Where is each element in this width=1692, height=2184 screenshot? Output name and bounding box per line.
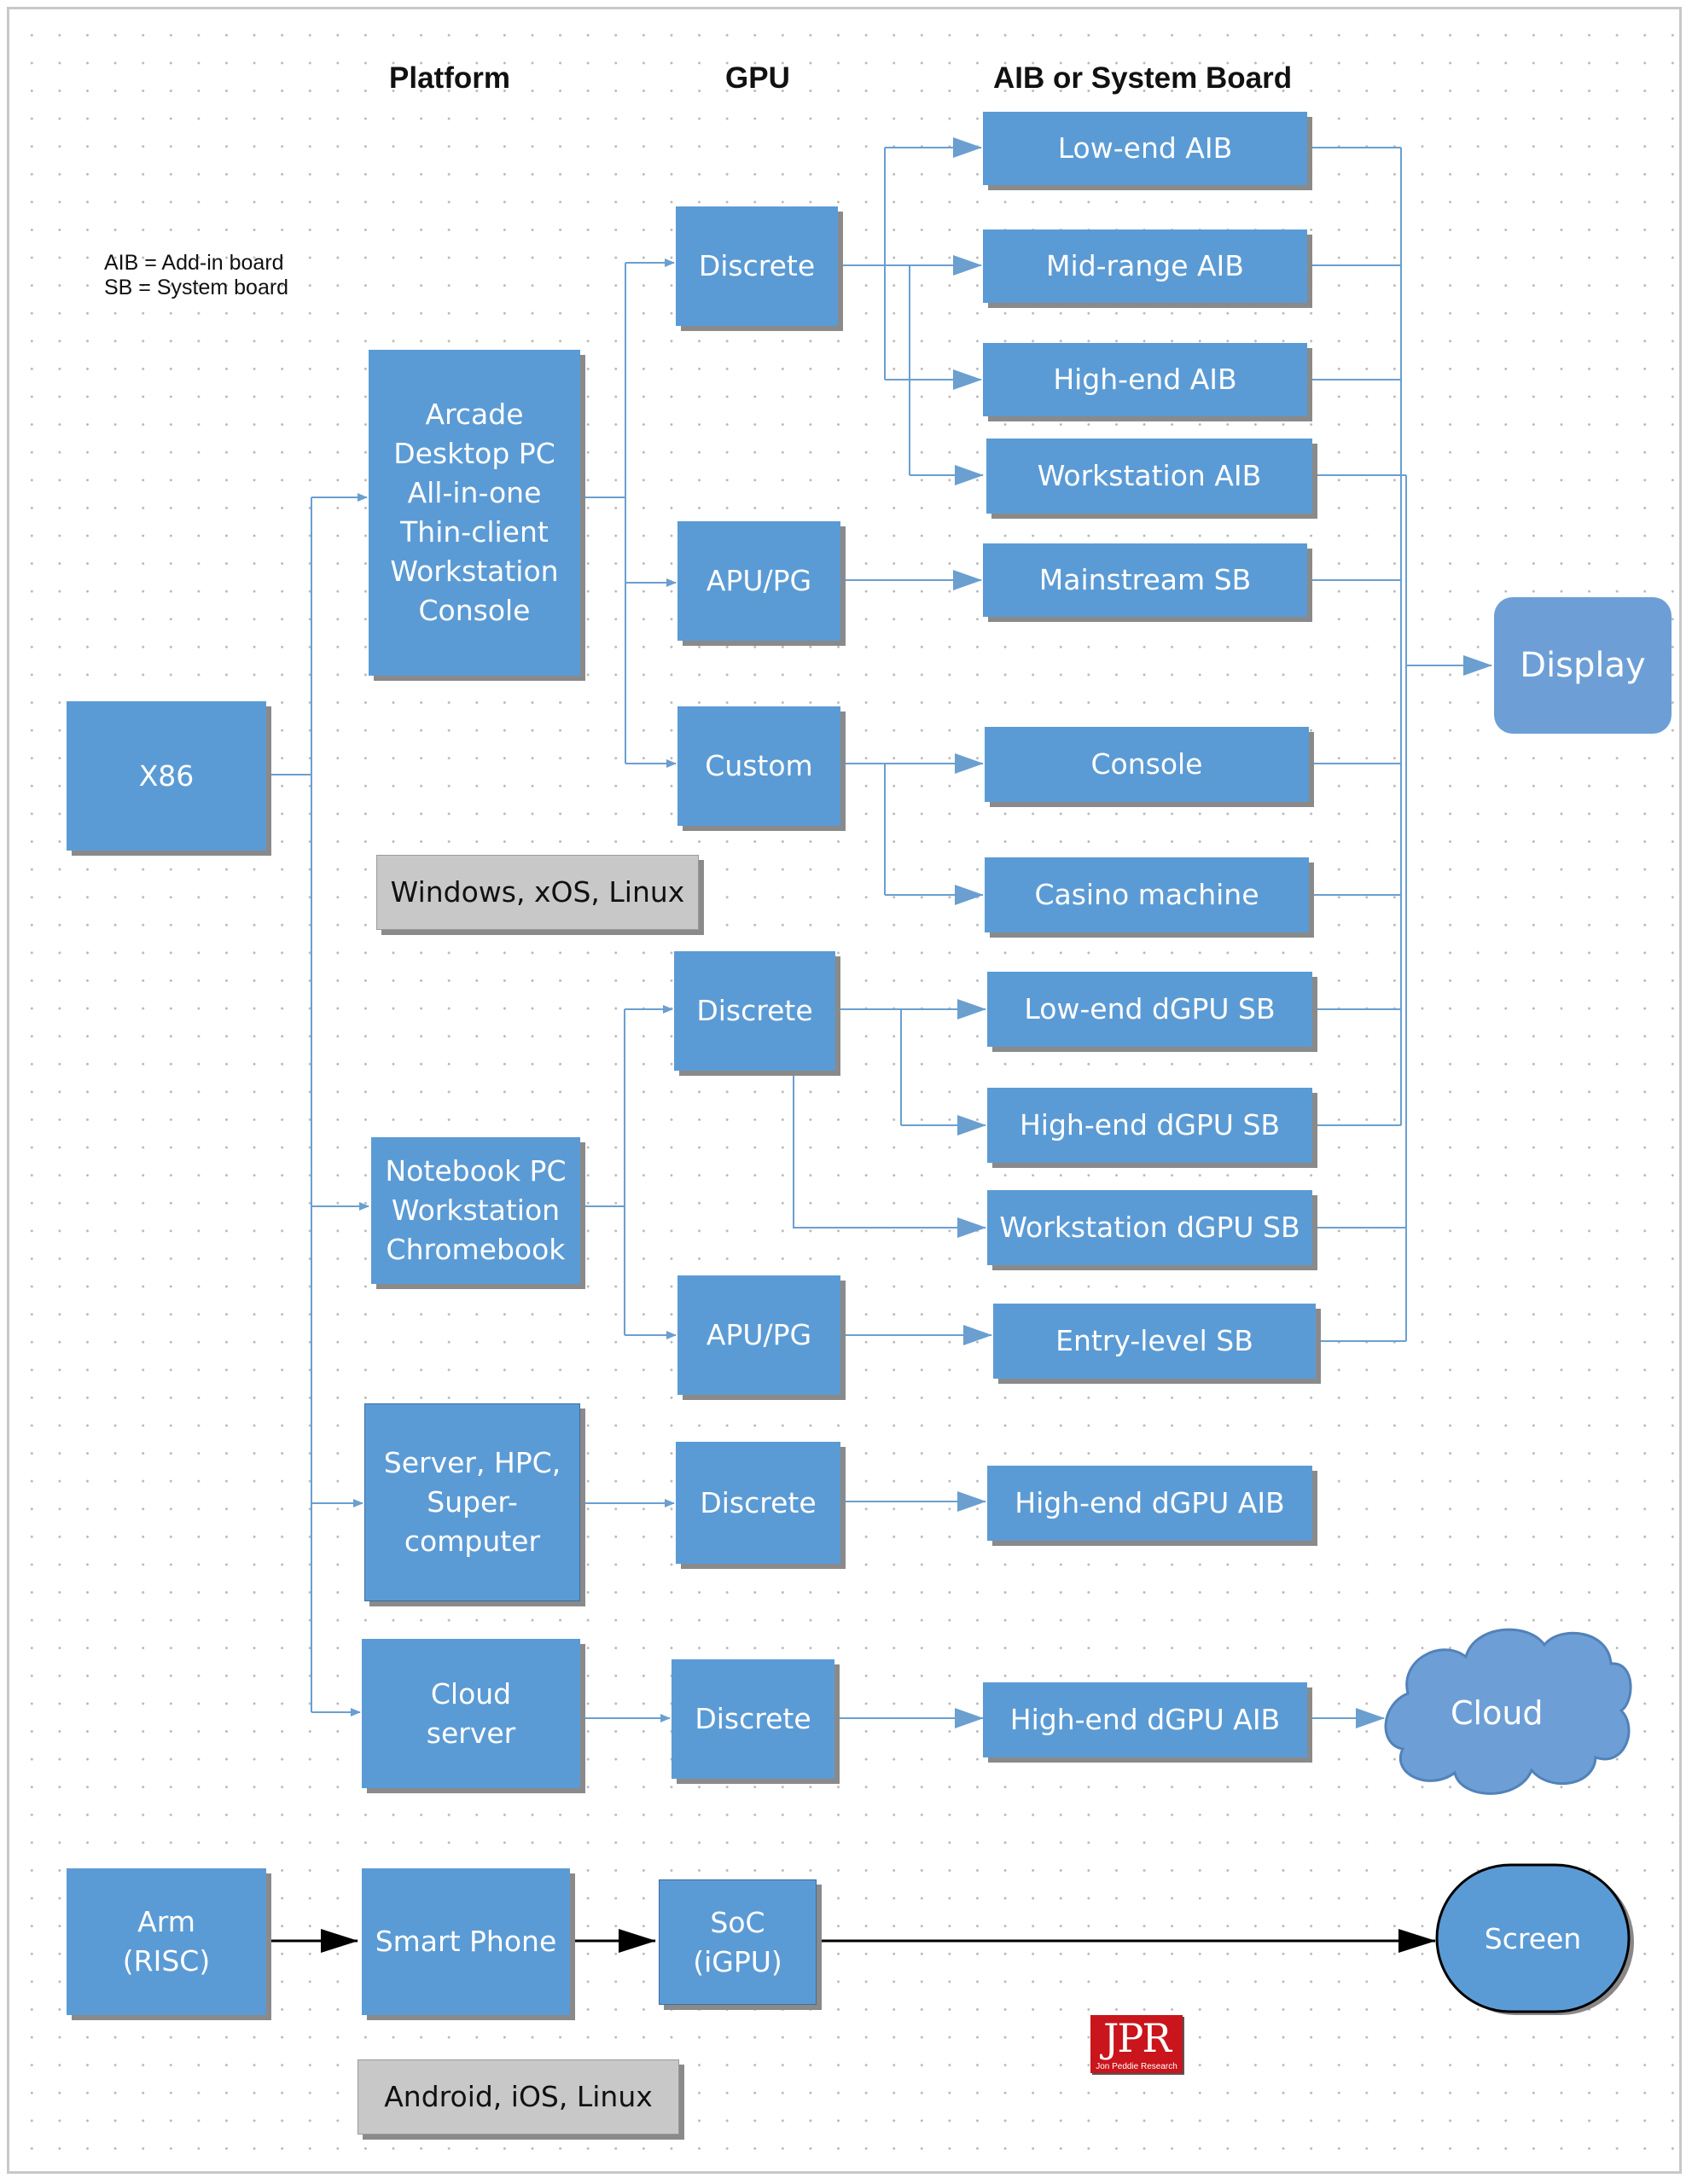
- node-gpu-apu-2[interactable]: APU/PG: [677, 1275, 840, 1395]
- mid-range-aib-label: Mid-range AIB: [1046, 249, 1244, 282]
- node-gpu-custom[interactable]: Custom: [677, 706, 840, 826]
- node-soc[interactable]: SoC (iGPU): [659, 1879, 817, 2005]
- node-server-platforms[interactable]: Server, HPC, Super- computer: [364, 1403, 580, 1601]
- header-board: AIB or System Board: [993, 61, 1293, 95]
- page-frame: [7, 7, 1682, 2174]
- node-notebook-platforms[interactable]: Notebook PC Workstation Chromebook: [371, 1137, 580, 1284]
- header-gpu: GPU: [725, 61, 790, 95]
- high-end-dgpu-aib-2-label: High-end dGPU AIB: [1009, 1703, 1281, 1736]
- node-mainstream-sb[interactable]: Mainstream SB: [983, 543, 1307, 617]
- node-gpu-apu-1[interactable]: APU/PG: [677, 521, 840, 641]
- discrete-2-branch: [793, 1008, 922, 1228]
- legend: AIB = Add-in board SB = System board: [104, 251, 288, 300]
- node-mid-range-aib[interactable]: Mid-range AIB: [983, 229, 1307, 303]
- high-end-dgpu-sb-label: High-end dGPU SB: [1019, 1108, 1281, 1141]
- high-end-dgpu-aib-1-label: High-end dGPU AIB: [1015, 1486, 1285, 1519]
- node-console[interactable]: Console: [985, 727, 1309, 802]
- node-arm[interactable]: Arm (RISC): [67, 1868, 266, 2015]
- node-workstation-aib[interactable]: Workstation AIB: [986, 439, 1312, 514]
- os-arm-label: Android, iOS, Linux: [358, 2059, 679, 2135]
- node-casino-machine[interactable]: Casino machine: [985, 857, 1309, 932]
- custom-branch: [840, 763, 886, 895]
- legend-aib: AIB = Add-in board: [104, 251, 284, 275]
- node-gpu-discrete-3[interactable]: Discrete: [676, 1442, 840, 1564]
- node-workstation-dgpu-sb[interactable]: Workstation dGPU SB: [987, 1190, 1312, 1265]
- node-gpu-discrete-2[interactable]: Discrete: [674, 951, 835, 1071]
- jpr-logo-tagline: Jon Peddie Research: [1096, 2062, 1177, 2071]
- header-platform: Platform: [389, 61, 510, 95]
- low-end-dgpu-sb-label: Low-end dGPU SB: [1024, 992, 1276, 1025]
- node-x86[interactable]: X86: [67, 701, 266, 851]
- node-high-end-dgpu-sb[interactable]: High-end dGPU SB: [987, 1088, 1312, 1163]
- node-high-end-aib[interactable]: High-end AIB: [983, 343, 1307, 416]
- cloud-label: Cloud: [1451, 1694, 1544, 1732]
- node-gpu-discrete-1[interactable]: Discrete: [676, 206, 838, 326]
- os-arm-text: Android, iOS, Linux: [384, 2080, 653, 2113]
- casino-machine-label: Casino machine: [1034, 878, 1259, 911]
- node-entry-level-sb[interactable]: Entry-level SB: [993, 1304, 1316, 1379]
- workstation-aib-label: Workstation AIB: [1037, 459, 1262, 492]
- node-low-end-dgpu-sb[interactable]: Low-end dGPU SB: [987, 972, 1312, 1047]
- discrete-1-branch: [838, 148, 910, 475]
- jpr-logo-mark: JPR: [1102, 2015, 1172, 2061]
- workstation-dgpu-sb-label: Workstation dGPU SB: [999, 1211, 1300, 1244]
- cloud-shape: [1384, 1628, 1632, 1795]
- node-cloud-server[interactable]: Cloud server: [362, 1639, 580, 1788]
- node-high-end-dgpu-aib-1[interactable]: High-end dGPU AIB: [987, 1466, 1312, 1541]
- screen-label: Screen: [1484, 1921, 1582, 1955]
- low-end-aib-label: Low-end AIB: [1057, 131, 1233, 165]
- node-display[interactable]: Display: [1494, 597, 1672, 734]
- node-low-end-aib[interactable]: Low-end AIB: [983, 112, 1307, 185]
- os-x86-label: Windows, xOS, Linux: [376, 855, 699, 930]
- console-label: Console: [1090, 747, 1203, 781]
- display-bus: [1400, 148, 1407, 1341]
- entry-level-sb-label: Entry-level SB: [1055, 1324, 1253, 1357]
- mainstream-sb-label: Mainstream SB: [1038, 563, 1252, 596]
- os-x86-text: Windows, xOS, Linux: [390, 875, 685, 909]
- node-high-end-dgpu-aib-2[interactable]: High-end dGPU AIB: [983, 1682, 1307, 1757]
- pc-branch-line: [580, 263, 626, 764]
- x86-trunk-line: [266, 497, 312, 1712]
- board-output-lines: [1307, 147, 1406, 1342]
- notebook-branch-line: [580, 1009, 625, 1335]
- node-gpu-discrete-4[interactable]: Discrete: [672, 1659, 834, 1779]
- node-smart-phone[interactable]: Smart Phone: [362, 1868, 570, 2015]
- jpr-logo: JPR Jon Peddie Research: [1090, 2015, 1183, 2073]
- node-pc-platforms[interactable]: Arcade Desktop PC All-in-one Thin-client…: [369, 350, 580, 676]
- legend-sb: SB = System board: [104, 276, 289, 299]
- high-end-aib-label: High-end AIB: [1053, 363, 1237, 396]
